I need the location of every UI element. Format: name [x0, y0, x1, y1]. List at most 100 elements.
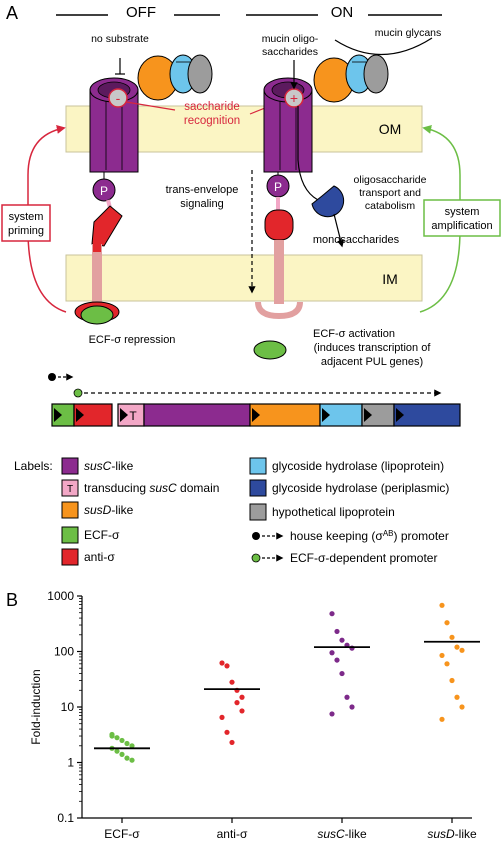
data-point	[129, 757, 135, 763]
data-point	[119, 751, 125, 757]
x-tick-label: susC-like	[317, 827, 367, 841]
minus-site: -	[116, 90, 121, 106]
legend-swatch-susc	[61, 457, 79, 475]
legend-hypo: hypothetical lipoprotein	[272, 505, 395, 519]
legend-gh-lipo: glycoside hydrolase (lipoprotein)	[272, 459, 444, 473]
y-tick-label: 100	[54, 645, 74, 659]
data-point	[329, 611, 335, 617]
data-point	[439, 652, 445, 659]
data-point	[454, 644, 460, 650]
data-point	[329, 650, 335, 656]
system-amplification-box	[423, 199, 501, 237]
x-tick-label: ECF-σ	[104, 827, 140, 841]
data-point	[339, 670, 345, 677]
oligo-transport-3: catabolism	[365, 200, 415, 212]
data-point	[129, 743, 135, 749]
legend-swatch-gh-lipo	[249, 457, 267, 475]
data-point	[439, 716, 445, 722]
transport-arrow	[297, 106, 319, 201]
y-tick-label: 1000	[47, 589, 74, 603]
data-point	[349, 704, 355, 710]
legend-swatch-gh-peri	[249, 479, 267, 497]
legend-swatch-transducing	[61, 479, 79, 497]
hypo-lipo-on	[363, 54, 389, 94]
hk-promoter-dot	[48, 373, 56, 381]
p-label-off: P	[100, 184, 108, 198]
gene-cluster	[51, 403, 461, 427]
antisigma-stalk-on	[274, 240, 284, 304]
oligo-transport-1: oligosaccharide	[354, 174, 427, 186]
data-point	[229, 679, 235, 685]
no-substrate-label: no substrate	[91, 33, 149, 45]
inner-membrane	[65, 254, 423, 302]
y-tick-label: 10	[61, 700, 75, 714]
om-label: OM	[379, 121, 402, 137]
legend-swatch-ecf	[61, 526, 79, 544]
system-amp-1: system	[445, 206, 480, 218]
panel-b-letter: B	[6, 590, 18, 610]
data-point	[449, 634, 455, 640]
panel-a-letter: A	[6, 3, 18, 23]
gene-t-label: T	[129, 409, 137, 423]
legend-swatch-susd	[61, 501, 79, 519]
data-point	[219, 660, 225, 666]
antisigma-stalk-off	[92, 244, 102, 304]
legend-antisigma: anti-σ	[84, 550, 115, 564]
legend-ecf-dot	[251, 553, 261, 563]
y-tick-label: 0.1	[57, 811, 74, 825]
legend-susc: susC-like	[84, 459, 134, 473]
antisigma-on	[264, 209, 294, 241]
p-domain-off	[92, 178, 116, 202]
system-priming-box	[1, 204, 51, 242]
mucin-oligo-2: saccharides	[262, 46, 318, 58]
y-tick-label: 1	[67, 756, 74, 770]
data-point	[454, 694, 460, 700]
ecf-activation-1: ECF-σ activation	[313, 328, 395, 340]
saccharide-recognition-1: saccharide	[184, 101, 240, 113]
antisigma-off	[91, 205, 123, 247]
data-point	[344, 694, 350, 700]
trans-envelope-1: trans-envelope	[166, 184, 239, 196]
off-header: OFF	[126, 4, 156, 21]
legend-swatch-t: T	[67, 484, 73, 495]
data-point	[114, 735, 120, 741]
system-amp-2: amplification	[431, 220, 492, 232]
data-point	[109, 733, 115, 739]
data-point	[224, 663, 230, 669]
legend-susd: susD-like	[84, 503, 134, 517]
data-point	[459, 704, 465, 710]
data-point	[449, 677, 455, 684]
mucin-oligo-1: mucin oligo-	[262, 33, 319, 45]
ecf-activation-2: (induces transcription of	[314, 342, 432, 354]
plus-site: +	[290, 90, 298, 106]
legend-hk-dot	[252, 532, 260, 540]
data-point	[124, 740, 130, 747]
data-point	[459, 647, 465, 653]
saccharide-recognition-2: recognition	[184, 115, 240, 127]
legend-swatch-antisigma	[61, 548, 79, 566]
legend-ecf-promoter: ECF-σ-dependent promoter	[290, 551, 437, 565]
ecf-activation-3: adjacent PUL genes)	[321, 356, 423, 368]
antisigma-base-on	[255, 301, 303, 320]
recognition-line-left	[125, 101, 176, 111]
legend-hk-promoter: house keeping (σAB) promoter	[290, 529, 449, 544]
data-point	[334, 657, 340, 663]
trans-envelope-2: signaling	[180, 198, 223, 210]
ecf-promoter-dot	[73, 388, 83, 398]
data-point	[114, 748, 120, 754]
x-tick-label: susD-like	[427, 827, 477, 841]
minus-site-circle	[108, 88, 128, 108]
data-point	[234, 700, 240, 706]
y-axis-label: Fold-induction	[29, 669, 43, 744]
p-label-on: P	[274, 180, 282, 194]
oligo-transport-2: transport and	[359, 187, 421, 199]
data-point	[329, 711, 335, 717]
system-priming-2: priming	[8, 225, 44, 237]
legend-ecf: ECF-σ	[84, 528, 120, 542]
data-point	[444, 620, 450, 626]
data-point	[119, 737, 125, 744]
gh-peri-on	[311, 185, 345, 218]
system-priming-1: system	[9, 211, 44, 223]
